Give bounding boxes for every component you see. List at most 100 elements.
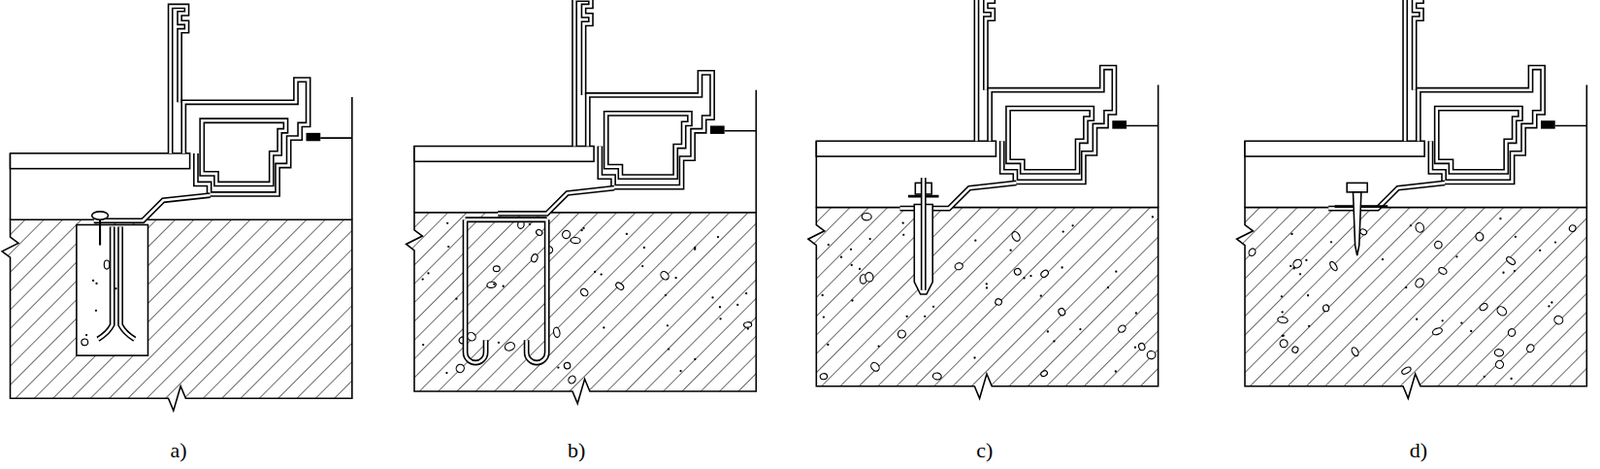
- concrete-dot: [92, 279, 95, 282]
- concrete-dot: [581, 228, 584, 231]
- concrete-pebble: [1478, 301, 1490, 312]
- concrete-pebble: [1350, 346, 1361, 358]
- concrete-dot: [492, 283, 495, 286]
- concrete-dot: [1071, 224, 1074, 227]
- sealant: [1111, 120, 1127, 129]
- concrete-dot: [849, 248, 852, 251]
- frame-profile-core: [1418, 67, 1543, 183]
- concrete-dot: [1078, 327, 1081, 330]
- concrete-dot: [868, 237, 871, 240]
- concrete-pebble: [1437, 265, 1449, 276]
- concrete-dot: [641, 264, 644, 267]
- concrete-pebble: [1057, 306, 1067, 317]
- concrete-pebble: [579, 287, 589, 298]
- concrete-dot: [932, 305, 935, 308]
- concrete-dot: [1280, 310, 1283, 313]
- concrete-dot: [1107, 286, 1110, 289]
- nail-shaft: [1352, 192, 1361, 256]
- concrete-dot: [1114, 270, 1117, 273]
- frame-profile-core: [587, 72, 713, 188]
- concrete-pebble: [1328, 260, 1339, 272]
- concrete-pebble: [864, 271, 875, 283]
- concrete-dot: [1282, 333, 1285, 336]
- anchor-strip-outline: [1328, 182, 1445, 208]
- nail-head: [1346, 182, 1368, 192]
- concrete-pebble: [487, 281, 497, 289]
- concrete-dot: [556, 365, 559, 368]
- concrete-dot: [1441, 319, 1444, 322]
- concrete-dot: [850, 263, 853, 266]
- anchor-strip-core: [94, 195, 211, 221]
- sash-profile-outline: [606, 113, 690, 177]
- detail-panel: [406, 0, 757, 404]
- concrete-dot: [1550, 300, 1553, 303]
- concrete-dot: [426, 271, 429, 274]
- concrete-pebble: [561, 228, 572, 239]
- concrete-dot: [497, 341, 500, 344]
- wall-edge: [1126, 125, 1159, 128]
- anchor-strip-core: [1328, 182, 1445, 208]
- concrete-pebble: [553, 326, 561, 338]
- detail-panel: [1237, 0, 1588, 398]
- concrete-dot: [1290, 232, 1293, 235]
- concrete-pebble: [994, 297, 1003, 306]
- concrete-dot: [422, 277, 425, 280]
- glass-pane: [1244, 140, 1425, 157]
- concrete-dot: [85, 333, 88, 336]
- concrete-dot: [1509, 377, 1512, 380]
- anchor-strip-outline: [497, 188, 615, 214]
- concrete-dot: [1554, 240, 1557, 243]
- anchor-strip-outline: [94, 195, 211, 221]
- concrete-pebble: [1525, 342, 1535, 354]
- wall-edge: [724, 130, 757, 132]
- concrete-pebble: [1322, 304, 1330, 312]
- concrete-pebble: [1504, 255, 1516, 266]
- concrete-dot: [1306, 293, 1309, 296]
- glass-pane: [414, 146, 594, 163]
- panel-label: d): [1409, 437, 1428, 463]
- wall-edge: [754, 90, 757, 213]
- concrete-dot: [1381, 258, 1384, 261]
- concrete-dot: [422, 343, 425, 346]
- concrete-dot: [1547, 304, 1550, 307]
- sealant: [710, 125, 725, 133]
- concrete-pebble: [1039, 268, 1049, 279]
- concrete-dot: [445, 371, 448, 374]
- concrete-dot: [447, 245, 450, 248]
- concrete-dot: [850, 298, 853, 301]
- concrete-pebble: [492, 265, 500, 272]
- concrete-dot: [693, 358, 696, 360]
- concrete-pebble: [743, 321, 752, 327]
- concrete-dot: [600, 272, 603, 275]
- concrete-dot: [1513, 269, 1516, 272]
- detail-panel: [1, 5, 353, 410]
- concrete-dot: [1404, 286, 1407, 289]
- concrete-dot: [1060, 265, 1063, 268]
- concrete-pebble: [1552, 314, 1565, 327]
- floor-slab: [406, 212, 757, 404]
- detail-panel: [808, 0, 1159, 398]
- sash-profile-outline: [1436, 108, 1521, 172]
- glass-pane: [10, 153, 191, 169]
- wall-edge: [351, 97, 354, 220]
- concrete-pebble: [1116, 324, 1127, 334]
- concrete-dot: [528, 223, 531, 226]
- rebar-loop-core: [465, 219, 548, 362]
- floor-slab: [1237, 207, 1588, 399]
- embedded-anchor-outline: [97, 227, 135, 340]
- concrete-pebble: [1495, 304, 1508, 318]
- rebar-loop-outline: [465, 219, 548, 362]
- concrete-dot: [1280, 294, 1283, 297]
- concrete-dot: [1307, 325, 1310, 327]
- concrete-dot: [858, 267, 861, 270]
- sash-profile-core: [201, 120, 286, 184]
- concrete-pebble: [1432, 326, 1444, 336]
- concrete-dot: [95, 309, 98, 312]
- concrete-dot: [1134, 346, 1137, 349]
- concrete-dot: [1289, 264, 1292, 267]
- panel-label: c): [976, 437, 993, 463]
- frame-profile-outline: [587, 72, 713, 188]
- concrete-dot: [679, 369, 682, 372]
- concrete-dot: [664, 293, 667, 296]
- concrete-pebble: [869, 360, 882, 373]
